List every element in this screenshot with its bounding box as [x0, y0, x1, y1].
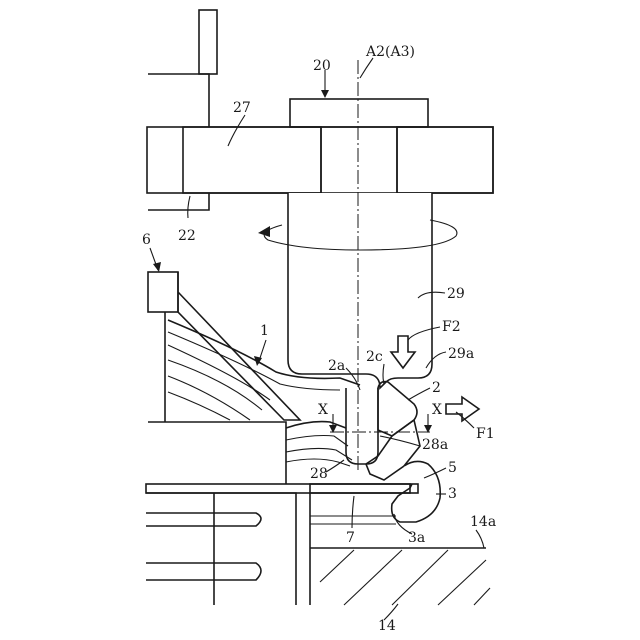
label-29a: 29a	[448, 346, 474, 362]
label-2: 2	[432, 380, 441, 396]
label-6: 6	[142, 232, 151, 248]
coil-springs	[146, 493, 261, 605]
label-3a: 3a	[408, 530, 425, 546]
label-2a: 2a	[328, 358, 345, 374]
part-7-shelf	[146, 484, 418, 605]
label-7: 7	[346, 530, 355, 546]
label-X-right: X	[432, 402, 442, 418]
part-3-retainer	[392, 461, 441, 522]
label-F1: F1	[476, 426, 495, 442]
part-28-cup	[346, 388, 378, 464]
label-14a: 14a	[470, 514, 496, 530]
label-3: 3	[448, 486, 457, 502]
label-1: 1	[260, 323, 269, 339]
part-14-base	[310, 516, 490, 605]
label-20: 20	[313, 58, 331, 74]
label-28: 28	[310, 466, 328, 482]
label-5: 5	[448, 460, 457, 476]
label-14: 14	[378, 618, 396, 634]
label-X-left: X	[318, 402, 328, 418]
part-20-cap	[290, 99, 428, 127]
label-28a: 28a	[422, 437, 448, 453]
label-29: 29	[447, 286, 465, 302]
label-F2: F2	[442, 319, 461, 335]
label-22: 22	[178, 228, 196, 244]
label-2c: 2c	[366, 349, 383, 365]
label-27: 27	[233, 100, 251, 116]
part-27-plate	[147, 127, 493, 193]
label-axis: A2(A3)	[365, 44, 415, 60]
